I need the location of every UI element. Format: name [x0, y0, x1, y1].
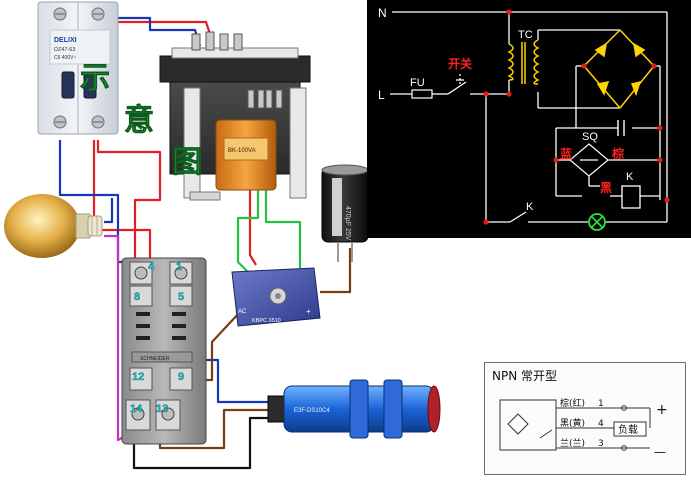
switch-symbol — [447, 74, 467, 95]
npn-wire3-pin: 3 — [598, 439, 604, 449]
npn-wire2-pin: 4 — [598, 419, 604, 429]
terminal-12-label: 12 — [132, 371, 144, 383]
breaker-model: DZ47-63 — [54, 47, 75, 53]
npn-wire1-pin: 1 — [598, 399, 604, 409]
schematic-capacitor — [617, 120, 625, 136]
wire-blue-bulb — [104, 198, 114, 224]
brown-wire-label: 棕 — [611, 146, 624, 161]
electrolytic-capacitor: 470µF 25V — [321, 164, 369, 262]
light-bulb — [4, 194, 103, 258]
breaker-brand: DELIXI — [54, 37, 77, 44]
npn-wire1-label: 棕(红) — [560, 397, 585, 409]
circuit-breaker: DELIXI DZ47-63 C6 400V~ — [37, 1, 119, 135]
npn-wiring-box: NPN 常开型 负载 棕(红) 1 黑(黄) 4 兰(兰) 3 + — — [484, 362, 686, 475]
transformer-front-terminals — [247, 89, 283, 109]
wire-brown-1 — [320, 248, 352, 294]
indicator-lamp-symbol — [588, 213, 606, 231]
tc-transformer-symbol — [507, 39, 540, 85]
l-label: L — [378, 88, 385, 102]
schematic-nodes — [483, 9, 670, 225]
schematic-panel: N L FU TC SQ K K 开关 蓝 棕 黑 — [367, 0, 691, 238]
terminal-5-label: 5 — [178, 291, 184, 303]
k-coil-symbol — [621, 185, 641, 209]
relay-brand: SCHNEIDER — [140, 356, 170, 362]
transformer: BK-100VA — [159, 31, 311, 201]
switch-label: 开关 — [448, 56, 472, 71]
watermark-char-3: 图 — [172, 145, 202, 180]
tc-label: TC — [518, 29, 533, 41]
sensor-label: E3F-DS10C4 — [294, 408, 330, 414]
npn-wire3-label: 兰(兰) — [560, 437, 585, 449]
watermark-char-2: 意 — [124, 103, 154, 138]
rectifier-plus-label: + — [306, 307, 311, 316]
transformer-top-terminals — [191, 31, 243, 51]
bridge-diode-symbol — [583, 29, 655, 109]
wire-black-1 — [132, 416, 270, 470]
sq-label: SQ — [582, 131, 598, 143]
terminal-13-label: 13 — [156, 403, 168, 415]
npn-title: NPN 常开型 — [492, 369, 557, 383]
npn-plus-sign: + — [656, 402, 668, 418]
npn-wire2-label: 黑(黄) — [560, 417, 585, 429]
watermark-char-1: 示 — [80, 61, 110, 96]
terminal-1-label: 1 — [176, 261, 182, 273]
capacitor-label: 470µF 25V — [344, 206, 351, 241]
npn-sensor-body — [499, 399, 557, 451]
photoelectric-sensor: E3F-DS10C4 — [267, 379, 441, 439]
n-label: N — [378, 6, 387, 20]
k-contact-symbol — [509, 211, 527, 223]
fuse-symbol — [411, 89, 433, 99]
terminal-8-label: 8 — [134, 291, 140, 303]
rectifier-ac-label: AC — [238, 309, 247, 315]
k-coil-label: K — [626, 171, 634, 183]
k-contact-label: K — [526, 201, 534, 213]
wire-blue-3 — [198, 330, 270, 404]
relay-socket: SCHNEIDER 4 1 8 5 12 9 14 13 — [121, 257, 207, 445]
transformer-model: BK-100VA — [228, 148, 256, 154]
terminal-9-label: 9 — [178, 371, 184, 383]
watermark-group: 示 意 图 — [80, 61, 203, 181]
breaker-rating: C6 400V~ — [54, 55, 76, 61]
npn-load-label: 负载 — [618, 423, 638, 436]
wire-red-2 — [96, 140, 162, 262]
blue-wire-label: 蓝 — [560, 146, 572, 161]
bridge-rectifier: AC + KBPC 3510 — [231, 267, 321, 327]
terminal-4-label: 4 — [148, 261, 155, 273]
fu-label: FU — [410, 77, 425, 89]
npn-minus-sign: — — [654, 445, 666, 459]
rectifier-model: KBPC 3510 — [252, 318, 281, 324]
terminal-14-label: 14 — [130, 403, 143, 415]
black-wire-label: 黑 — [600, 181, 612, 195]
sq-sensor-symbol — [569, 143, 609, 177]
npn-diamond-icon — [507, 413, 529, 435]
